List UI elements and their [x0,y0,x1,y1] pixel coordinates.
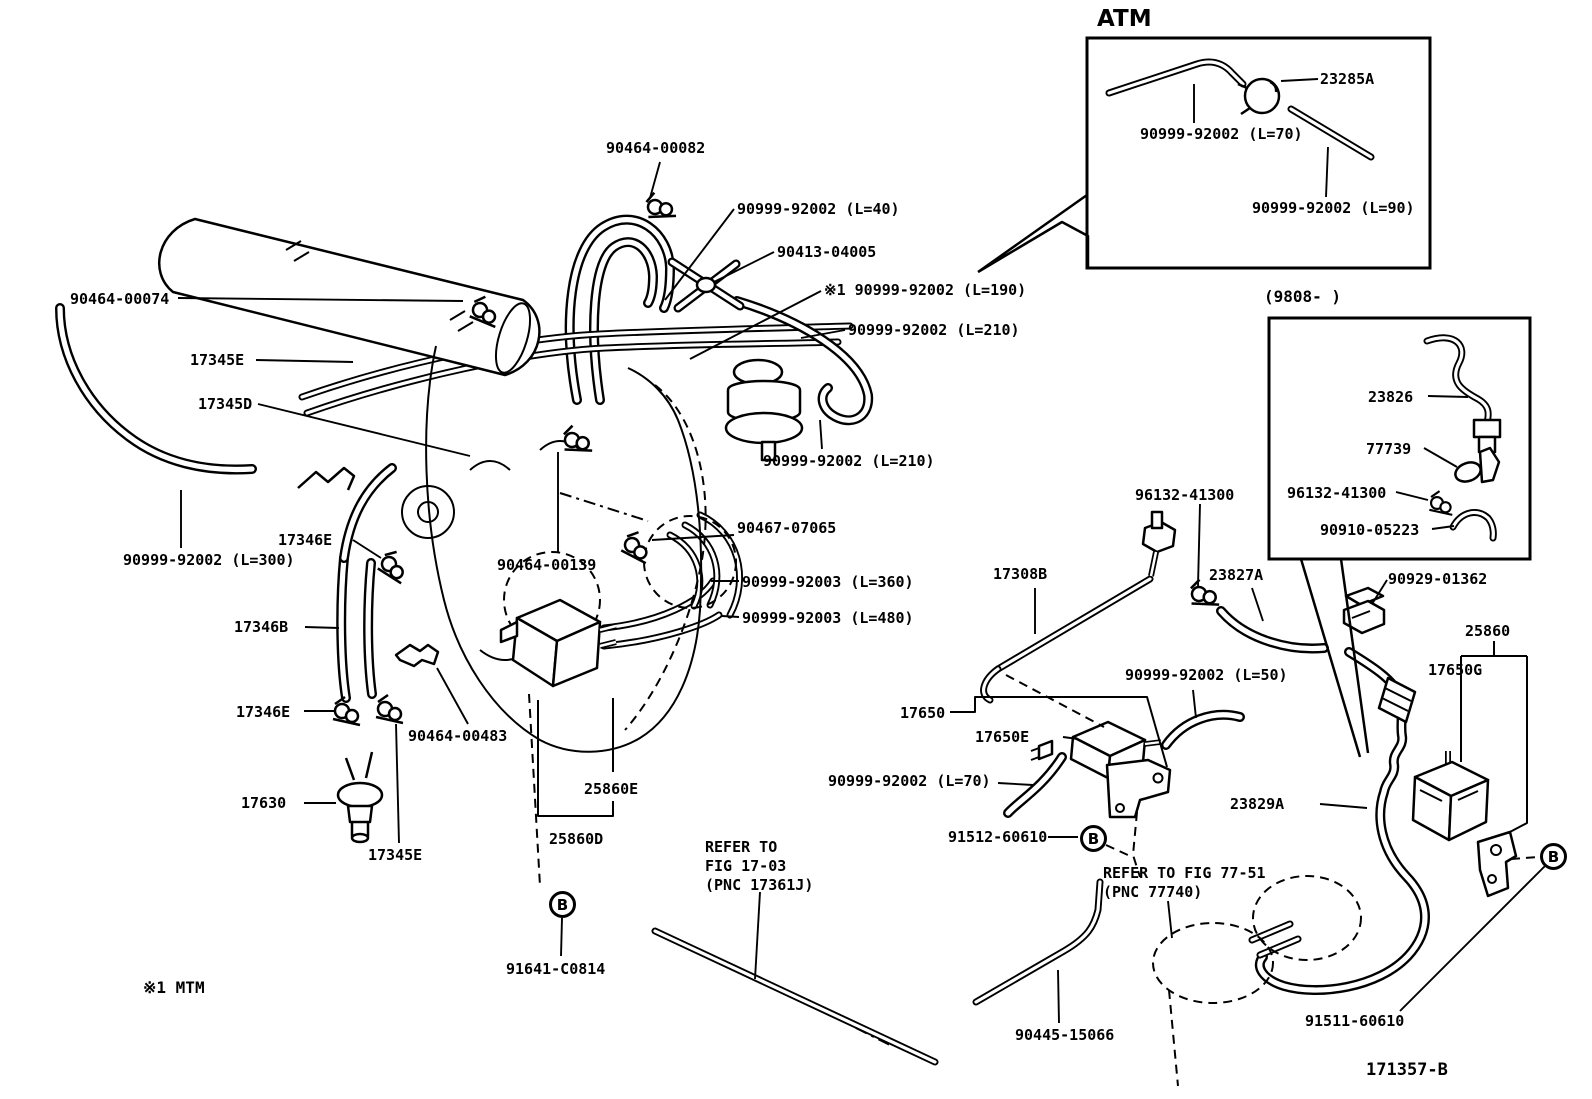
dashed-connectors [528,492,1539,1087]
part-label: 17650 [900,704,946,722]
part-label: 90999-92002 (L=70) [828,772,991,790]
footnote-mtm: ※1 MTM [143,978,205,997]
vacuum-sensor-17630 [336,751,384,844]
part-label: 91641-C0814 [506,960,606,978]
part-label: 23285A [1320,70,1375,88]
part-label: REFER TO FIG 77-51 (PNC 77740) [1103,864,1266,901]
part-label: 17650G [1428,661,1483,679]
part-label: 90445-15066 [1015,1026,1115,1044]
part-label: 23829A [1230,795,1285,813]
inset-title-atm: ATM [1097,6,1152,32]
part-label: 91512-60610 [948,828,1048,846]
part-label: 17650E [975,728,1030,746]
figure-code: 171357-B [1366,1060,1448,1080]
part-label: 90999-92002 (L=50) [1125,666,1288,684]
part-label: 90464-00139 [497,556,597,574]
part-label: 90464-00082 [606,139,706,157]
part-label: 90464-00074 [70,290,170,308]
circled-b-marker: B [1080,825,1107,852]
part-label: 17345E [368,846,423,864]
part-label: 96132-41300 [1135,486,1235,504]
inset-title-9808: (9808- ) [1264,287,1342,306]
inset2-parts [1428,418,1502,516]
circled-b-marker: B [549,891,576,918]
part-label: 90999-92002 (L=40) [737,200,900,218]
part-label: 25860 [1465,622,1511,640]
part-label: 17346B [234,618,289,636]
part-label: 90999-92002 (L=210) [763,452,935,470]
egr-valve [724,358,804,462]
vsv-17650e [1030,720,1172,819]
part-label: 77739 [1366,440,1412,458]
part-label: 90464-00483 [408,727,508,745]
assembly-brackets [537,641,1528,834]
part-label: 90910-05223 [1320,521,1420,539]
part-label: 17346E [236,703,291,721]
leader-lines [177,78,1546,1024]
part-label: 90413-04005 [777,243,877,261]
part-label: 90999-92002 (L=70) [1140,125,1303,143]
check-valve-23285a [1237,77,1281,116]
part-label: 23827A [1209,566,1264,584]
bracket-90464-00483 [394,643,440,668]
pipe-17308b-fitting [1141,510,1177,577]
part-label: ※1 90999-92002 (L=190) [824,281,1027,299]
part-label: 96132-41300 [1287,484,1387,502]
part-label: 25860D [549,830,604,848]
part-label: 90999-92002 (L=300) [123,551,295,569]
part-label: 90999-92003 (L=360) [742,573,914,591]
part-label: 17345E [190,351,245,369]
vsv-g-bracket [1476,830,1518,898]
vsv-25860e [499,598,617,688]
four-way-union [667,257,745,313]
part-label: 91511-60610 [1305,1012,1405,1030]
intake-tube [157,217,541,377]
part-label: 23826 [1368,388,1414,406]
clamp-90929-01362 [1342,586,1386,635]
part-label: 90929-01362 [1388,570,1488,588]
vsv-17650g [1411,751,1518,898]
part-label: 17346E [278,531,333,549]
part-label: 90999-92002 (L=210) [848,321,1020,339]
part-label: 17345D [198,395,253,413]
part-label: 17630 [241,794,287,812]
part-label: 90999-92002 (L=90) [1252,199,1415,217]
inset-boxes [977,36,1532,758]
part-label: 90999-92003 (L=480) [742,609,914,627]
part-label: 25860E [584,780,639,798]
part-label: REFER TO FIG 17-03 (PNC 17361J) [705,838,814,894]
ribbed-connector-23826 [1377,676,1417,724]
part-label: 90467-07065 [737,519,837,537]
intake-manifold-outline [297,345,737,753]
part-label: 17308B [993,565,1048,583]
circled-b-marker: B [1540,843,1567,870]
distributor [1152,875,1362,1004]
